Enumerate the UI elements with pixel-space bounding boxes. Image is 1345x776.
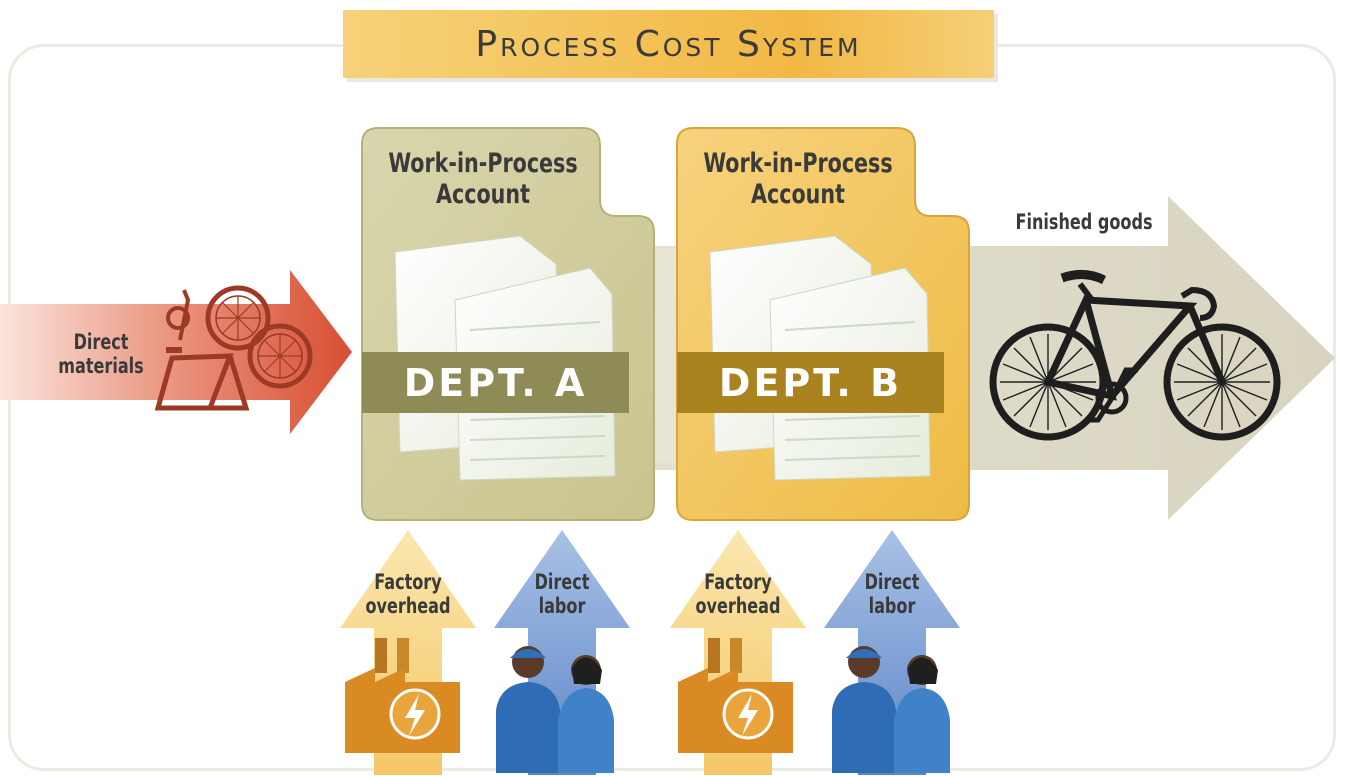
direct-materials-label-line-1: Direct xyxy=(73,330,129,354)
dept-a-heading-line-2: Account xyxy=(436,179,530,211)
dept-b-badge-bar xyxy=(677,352,944,413)
dept-b-heading: Work-in-Process Account xyxy=(688,148,909,210)
bicycle-icon xyxy=(989,270,1281,441)
dept-a-badge-bar xyxy=(362,352,629,413)
finished-goods-label: Finished goods xyxy=(1015,210,1153,234)
direct-labor-label-b: Direct labor xyxy=(841,570,943,618)
dept-a-heading: Work-in-Process Account xyxy=(373,148,594,210)
direct-labor-label-b-line-1: Direct xyxy=(864,570,920,594)
workers-icon xyxy=(496,646,614,773)
factory-icon xyxy=(678,638,793,753)
workers-icon xyxy=(832,646,950,773)
factory-overhead-label-a-line-2: overhead xyxy=(365,594,451,619)
bicycle-parts-icon xyxy=(154,285,313,411)
factory-overhead-label-a: Factory overhead xyxy=(357,570,459,618)
direct-materials-label-line-2: materials xyxy=(58,354,144,379)
title-banner: Process Cost System xyxy=(343,10,994,78)
factory-overhead-label-b-line-1: Factory xyxy=(704,570,772,594)
direct-materials-label: Direct materials xyxy=(46,330,157,378)
direct-labor-label-b-line-2: labor xyxy=(868,594,916,619)
dept-a-heading-line-1: Work-in-Process xyxy=(388,148,578,179)
dept-b-heading-line-1: Work-in-Process xyxy=(703,148,893,179)
dept-b-heading-line-2: Account xyxy=(751,179,845,211)
direct-labor-label-a: Direct labor xyxy=(511,570,613,618)
direct-labor-label-a-line-1: Direct xyxy=(534,570,590,594)
diagram-title: Process Cost System xyxy=(475,23,862,65)
dept-a-badge: DEPT. A xyxy=(403,360,588,405)
factory-icon xyxy=(345,638,460,753)
factory-overhead-label-b: Factory overhead xyxy=(687,570,789,618)
dept-b-badge: DEPT. B xyxy=(718,360,903,405)
factory-overhead-label-a-line-1: Factory xyxy=(374,570,442,594)
direct-labor-label-a-line-2: labor xyxy=(538,594,586,619)
factory-overhead-label-b-line-2: overhead xyxy=(695,594,781,619)
